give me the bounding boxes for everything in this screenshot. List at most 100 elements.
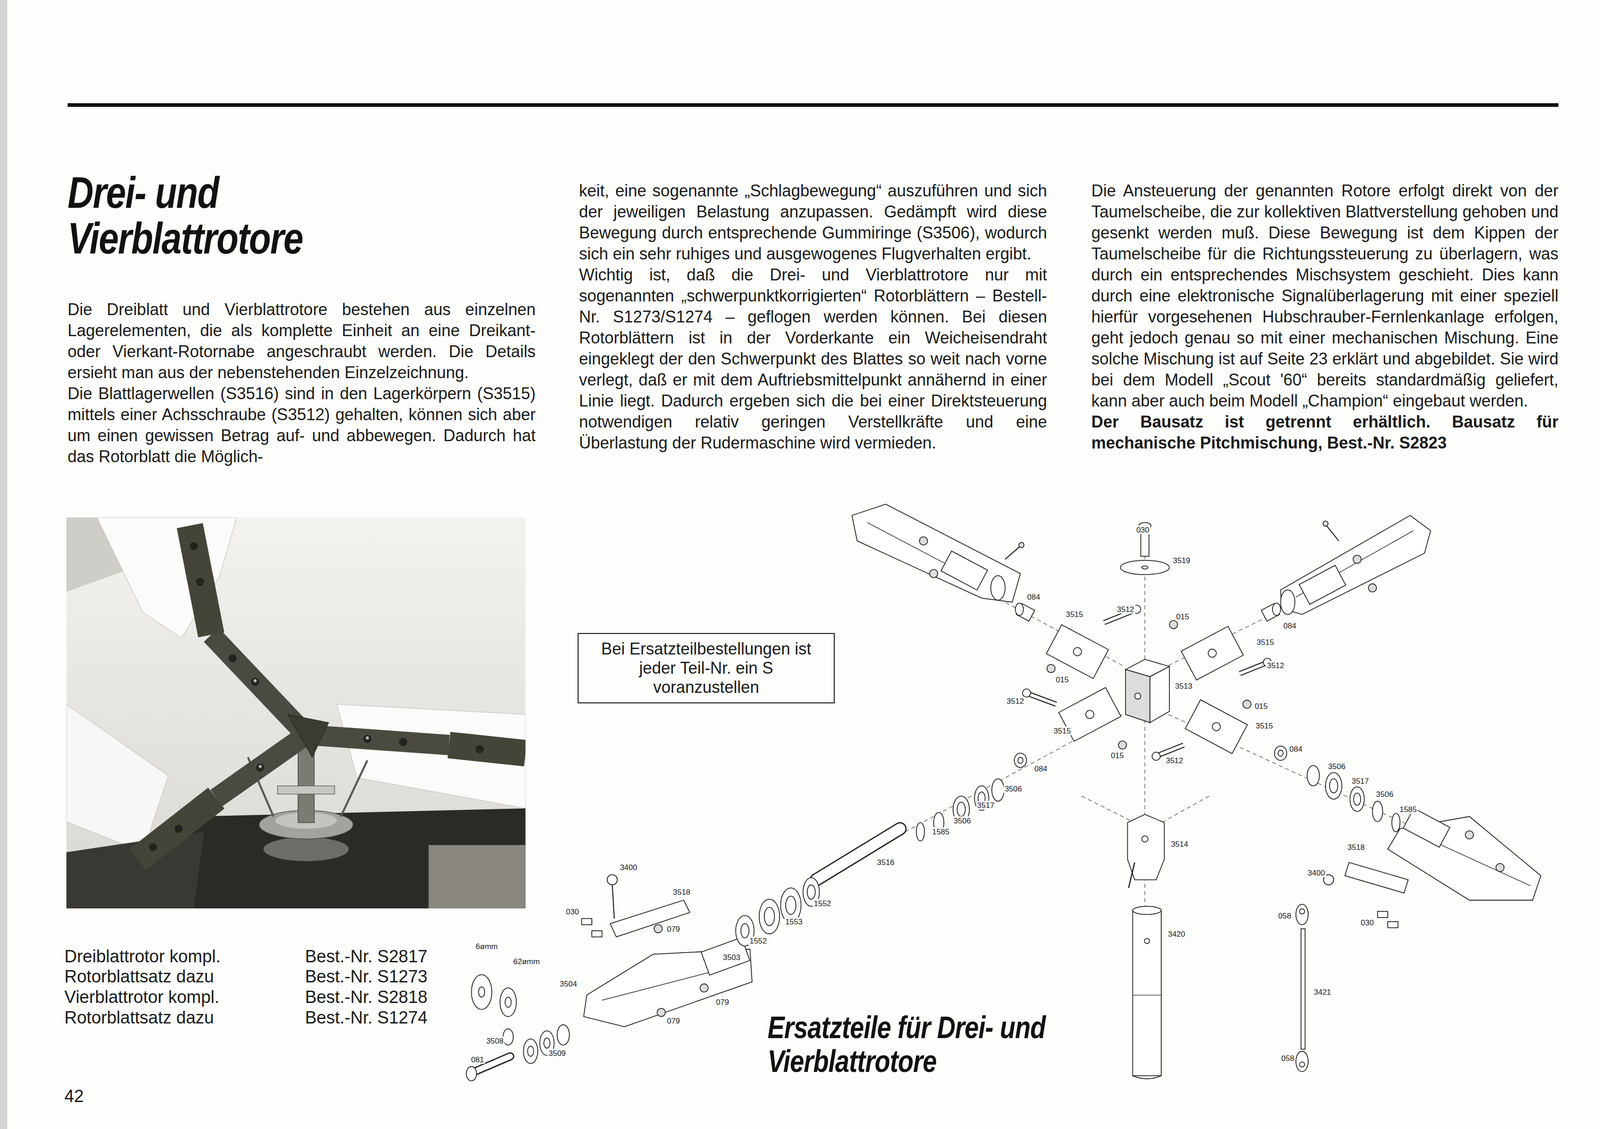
rotor-photo [174,824,183,833]
exploded-drawing [1329,778,1338,793]
callout-number: 3513 [1173,681,1194,690]
callout-number: 084 [1288,744,1304,754]
exploded-drawing [1014,752,1027,768]
exploded-drawing [1022,688,1057,705]
exploded-drawing [991,778,1005,801]
exploded-drawing [581,918,603,937]
exploded-drawing [543,1037,550,1048]
callout-number: 058 [1280,1053,1295,1063]
exploded-drawing [1344,862,1409,893]
callout-number: 3506 [1327,762,1347,771]
rotor-photo [189,525,212,635]
rotor-photo [66,517,526,909]
exploded-drawing [1018,542,1024,548]
callout-number: 3400 [619,863,639,872]
rotor-photo [399,737,408,747]
rotor-photo [251,677,260,686]
callout-number: 3515 [1254,721,1274,730]
callout-number: 3517 [976,800,996,810]
exploded-drawing [1403,808,1450,848]
exploded-drawing [1132,994,1162,995]
callout-number: 3512 [1005,696,1026,706]
order-note: Der Bausatz ist getrennt erhältlich. Bau… [1091,411,1559,454]
exploded-drawing [1368,583,1377,592]
exploded-drawing [1046,624,1109,679]
exploded-drawing [610,900,690,937]
callout-number: 3512 [1265,661,1285,670]
rotor-photo [305,734,449,745]
rotor-photo [228,653,237,663]
exploded-drawing [505,996,511,1007]
exploded-drawing [1015,603,1024,616]
order-item: Rotorblattsatz dazu [64,1007,214,1028]
exploded-drawing [1242,700,1252,709]
exploded-drawing [807,884,816,899]
rotor-photo [148,542,484,852]
callout-number: 6ømm [474,941,499,951]
exploded-drawing [919,536,928,545]
callout-number: 3506 [952,815,972,825]
callout-number: 3503 [721,952,742,962]
exploded-drawing [1014,752,1027,768]
exploded-drawing [1142,565,1148,569]
exploded-drawing [1299,565,1346,605]
exploded-drawing [657,1008,666,1017]
exploded-drawing [557,1024,570,1046]
exploded-drawing [1022,688,1031,697]
callout-number: 030 [1359,918,1375,927]
exploded-drawing [1299,908,1305,914]
rotor-photo [66,704,169,853]
callout-number: 3504 [558,979,579,989]
exploded-drawing [1142,835,1148,842]
exploded-drawing [1239,663,1266,674]
callout-number: 3515 [1064,610,1085,619]
exploded-drawing [1028,694,1057,705]
text-column: Die Ansteuerung der genannten Rotore erf… [1091,180,1559,454]
top-rule [67,103,1559,107]
exploded-drawing [990,575,1006,600]
exploded-drawing [941,551,988,590]
order-item: Best.-Nr. S2817 [305,946,428,967]
callout-number: 3400 [1306,868,1327,877]
exploded-drawing [1157,744,1184,755]
callout-number: 1552 [812,898,832,908]
rotor-photo [137,798,217,860]
rotor-photo [263,836,350,862]
exploded-drawing [1495,863,1505,872]
rotor-photo [428,844,526,909]
text-column: keit, eine sogenannte „Schlagbewegung“ a… [578,180,1048,454]
rotor-photo [253,678,369,768]
exploded-drawing [1181,626,1244,680]
exploded-drawing [1261,603,1281,622]
body-paragraph: Die Blattlagerwellen (S3516) sind in den… [67,383,536,468]
rotor-photo [195,577,205,586]
exploded-drawing [1391,813,1400,832]
exploded-drawing [523,1038,538,1064]
callout-number: 015 [1054,675,1070,685]
order-item: Vierblattrotor kompl. [64,986,220,1007]
callout-number: 1553 [784,916,804,926]
rotor-photo [448,744,526,753]
callout-number: 084 [1033,763,1048,773]
callout-number: 3516 [876,857,896,867]
rotor-photo [66,831,205,909]
exploded-drawing [1132,1075,1162,1079]
exploded-drawing [764,907,775,926]
exploded-drawing [1210,721,1222,732]
exploded-drawing [478,986,485,997]
exploded-drawing [1150,666,1170,723]
exploded-drawing [1084,708,1096,720]
rotor-photo [365,736,369,740]
callout-number: 62ømm [512,957,541,966]
callout-number: 3506 [1375,789,1395,799]
exploded-drawing [1185,699,1248,754]
order-item: Dreiblattrotor kompl. [64,946,221,967]
exploded-drawing [527,1046,534,1057]
exploded-drawing [1132,910,1162,1076]
text-column: Die Dreiblatt und Vierblattrotore besteh… [67,299,536,468]
body-paragraph: Die Ansteuerung der genannten Rotore erf… [1091,180,1559,412]
rotor-photo [96,517,237,638]
exploded-drawing [1377,911,1399,928]
